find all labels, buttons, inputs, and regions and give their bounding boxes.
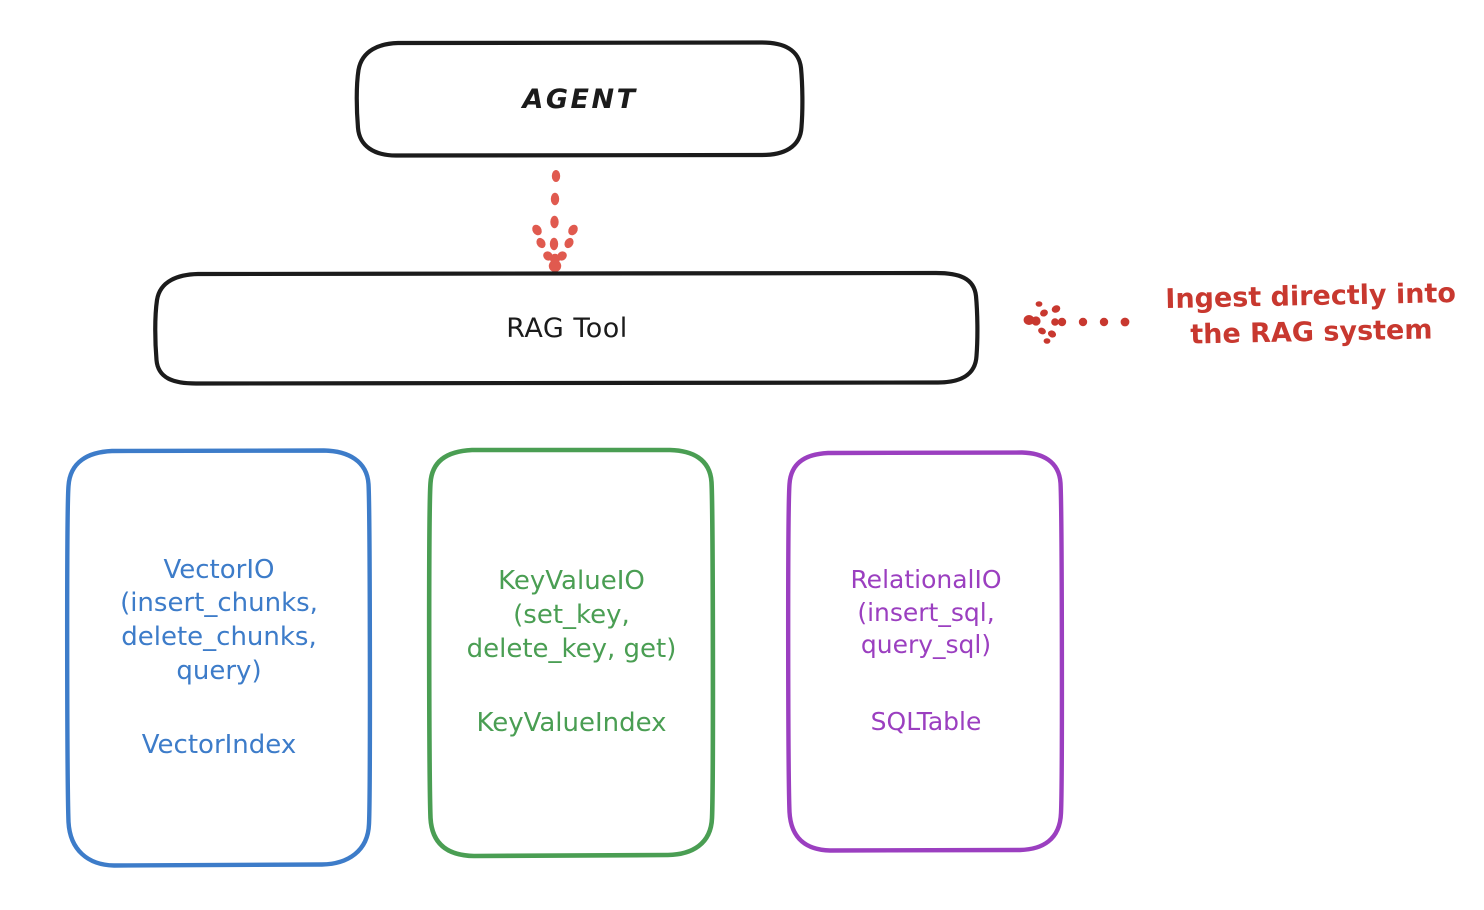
ingest-annotation-label: Ingest directly into the RAG system — [1165, 277, 1457, 351]
rag-tool-box[interactable] — [153, 270, 980, 386]
keyvalue-index-label: KeyValueIndex — [476, 707, 667, 738]
rag-tool-label: RAG Tool — [506, 312, 628, 344]
rag-tool-node[interactable]: RAG Tool — [157, 273, 977, 383]
sql-table-label: SQLTable — [870, 706, 982, 736]
keyvalue-io-api-label: KeyValueIO (set_key, delete_key, get) — [466, 566, 677, 664]
keyvalue-io-card[interactable] — [426, 447, 716, 859]
relational-io-card[interactable] — [785, 450, 1065, 853]
vector-io-node[interactable]: VectorIO (insert_chunks, delete_chunks, … — [68, 450, 370, 866]
relational-io-api-label: RelationalIO (insert_sql, query_sql) — [850, 565, 1002, 659]
relational-io-node[interactable]: RelationalIO (insert_sql, query_sql) SQL… — [790, 452, 1062, 850]
vector-io-card[interactable] — [64, 448, 373, 868]
agent-to-ragtool-arrow-icon — [532, 170, 578, 272]
keyvalue-io-node[interactable]: KeyValueIO (set_key, delete_key, get) Ke… — [430, 450, 713, 856]
agent-label: AGENT — [522, 83, 638, 115]
ingest-arrow-icon — [1023, 301, 1130, 344]
agent-node[interactable]: AGENT — [357, 42, 803, 156]
vector-io-api-label: VectorIO (insert_chunks, delete_chunks, … — [120, 554, 318, 686]
agent-box[interactable] — [354, 40, 805, 158]
vector-index-label: VectorIndex — [141, 729, 297, 760]
